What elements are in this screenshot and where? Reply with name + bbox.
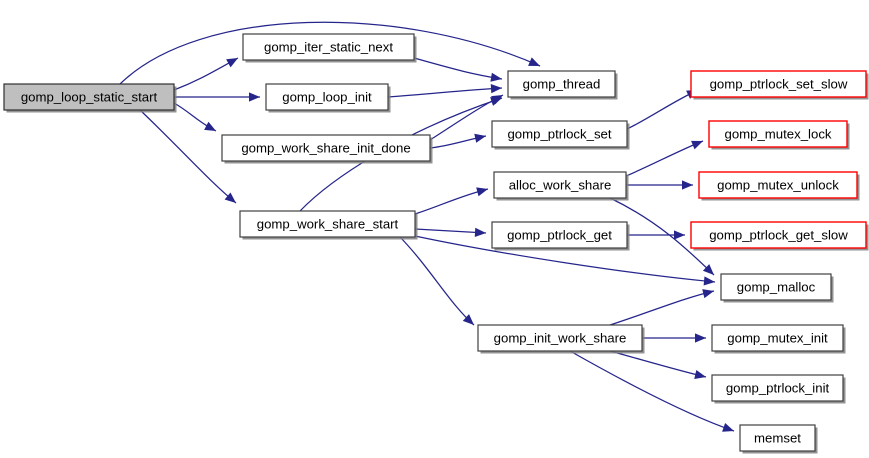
edge-line [609,197,715,276]
call-edge [387,84,503,98]
call-edge [414,227,487,237]
node-gomp-work-share-init-done[interactable]: gomp_work_share_init_done [221,134,433,164]
edge-arrowhead [694,369,706,379]
call-edge [414,187,489,215]
call-edge [119,21,541,85]
node-box[interactable] [493,171,627,199]
edge-line [625,140,704,177]
edge-arrowhead [703,276,715,286]
node-gomp-loop-static-start[interactable]: gomp_loop_static_start [3,83,177,113]
node-gomp-ptrlock-set[interactable]: gomp_ptrlock_set [491,120,630,150]
node-box[interactable] [491,221,628,249]
edge-arrowhead [691,140,703,150]
call-edge [429,133,487,149]
edge-arrowhead [682,180,693,190]
node-alloc-work-share[interactable]: alloc_work_share [493,171,629,201]
node-box[interactable] [3,83,175,111]
edge-arrowhead [462,314,474,325]
call-edge [413,57,503,82]
call-edge [174,92,260,102]
edge-line [414,188,489,215]
node-gomp-mutex-unlock[interactable]: gomp_mutex_unlock [698,171,860,201]
edge-arrowhead [204,121,216,131]
edge-line [626,89,699,130]
edge-line [609,290,715,326]
call-edge [625,140,704,177]
edge-arrowhead [695,333,706,343]
node-box[interactable] [711,374,844,402]
node-gomp-mutex-init[interactable]: gomp_mutex_init [711,324,846,354]
node-gomp-work-share-start[interactable]: gomp_work_share_start [239,210,418,240]
node-gomp-ptrlock-set-slow[interactable]: gomp_ptrlock_set_slow [690,70,869,100]
call-edge [626,89,699,130]
nodes-layer: gomp_loop_static_start gomp_iter_static_n… [3,33,869,454]
call-edge [642,333,706,343]
call-edge [626,180,693,190]
node-box[interactable] [690,70,867,98]
call-edge [399,236,475,326]
node-box[interactable] [265,83,389,111]
node-gomp-ptrlock-init[interactable]: gomp_ptrlock_init [711,374,846,404]
edge-arrowhead [702,264,714,275]
node-box[interactable] [491,120,628,148]
node-box[interactable] [507,70,616,98]
edge-line [414,235,716,283]
node-box[interactable] [690,221,867,249]
node-box[interactable] [708,120,848,148]
call-edge [139,109,237,204]
edge-arrowhead [702,289,714,299]
call-edge [609,350,707,379]
edge-arrowhead [476,187,488,197]
edge-arrowhead [249,92,260,102]
node-box[interactable] [239,210,416,238]
edge-arrowhead [490,72,502,82]
edge-arrowhead [474,133,486,143]
edge-line [414,228,487,234]
edge-line [609,350,707,378]
call-edge [414,235,716,286]
call-edge [627,230,685,240]
node-box[interactable] [698,171,858,199]
node-gomp-malloc[interactable]: gomp_malloc [720,273,834,303]
node-box[interactable] [720,273,832,301]
call-edge [173,102,217,132]
call-edge [609,197,715,276]
node-box[interactable] [739,424,816,452]
edge-line [569,350,735,432]
call-edge [173,57,239,91]
call-edge [569,350,735,432]
edges-layer [119,21,735,432]
call-edge [609,289,715,326]
edge-line [387,87,503,98]
edge-arrowhead [224,192,236,203]
edge-arrowhead [226,58,238,68]
edge-arrowhead [474,227,486,237]
edge-line [139,109,237,204]
node-box[interactable] [221,134,431,162]
edge-line [119,21,541,85]
node-gomp-loop-init[interactable]: gomp_loop_init [265,83,391,113]
node-gomp-init-work-share[interactable]: gomp_init_work_share [477,324,645,354]
node-box[interactable] [711,324,844,352]
node-box[interactable] [242,33,415,61]
edge-line [413,57,503,80]
edge-arrowhead [528,57,540,66]
edge-arrowhead [490,84,502,94]
node-gomp-ptrlock-get[interactable]: gomp_ptrlock_get [491,221,630,251]
node-gomp-thread[interactable]: gomp_thread [507,70,618,100]
edge-arrowhead [674,230,685,240]
node-memset[interactable]: memset [739,424,818,454]
node-box[interactable] [477,324,643,352]
edge-arrowhead [490,97,502,106]
node-gomp-iter-static-next[interactable]: gomp_iter_static_next [242,33,417,63]
edge-arrowhead [722,423,734,432]
node-gomp-mutex-lock[interactable]: gomp_mutex_lock [708,120,850,150]
node-gomp-ptrlock-get-slow[interactable]: gomp_ptrlock_get_slow [690,221,869,251]
edge-line [399,236,475,326]
